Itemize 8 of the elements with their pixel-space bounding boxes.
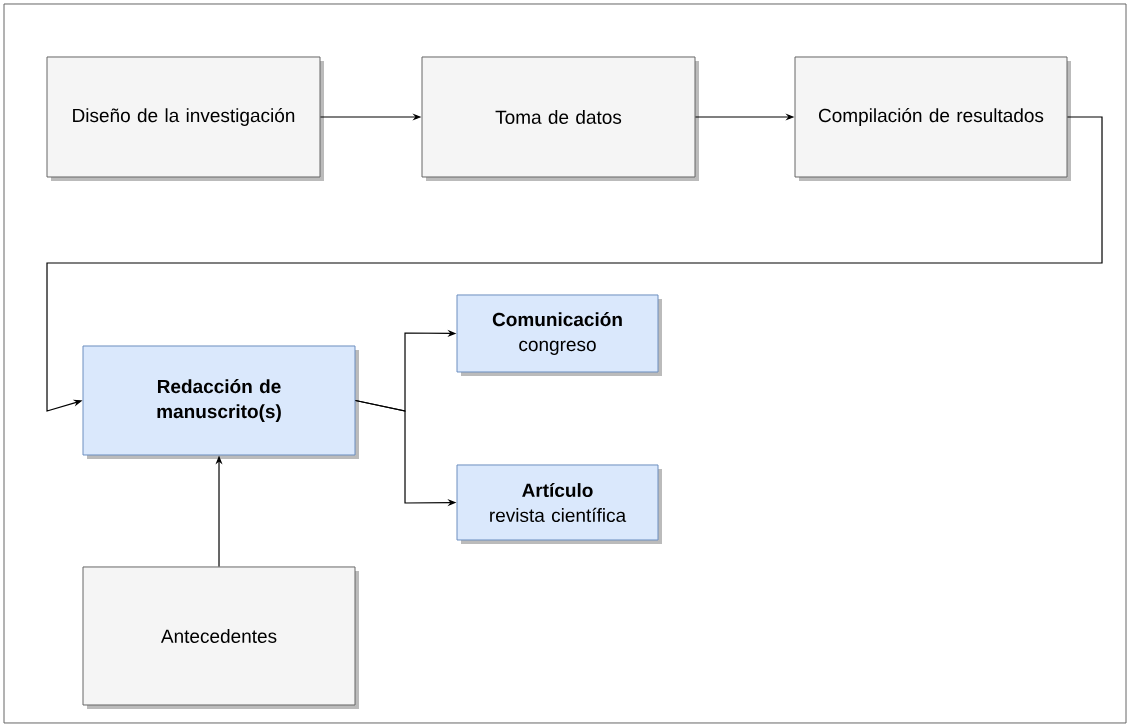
- process-box: Compilación de resultados: [794, 56, 1071, 181]
- process-box: Antecedentes: [82, 566, 359, 709]
- process-box: Diseño de la investigación: [46, 56, 324, 181]
- process-box: Redacción de manuscrito(s): [82, 345, 359, 459]
- process-box: Artículo revista científica: [456, 464, 662, 544]
- arrow: [46, 116, 1103, 412]
- process-box: Toma de datos: [421, 56, 699, 181]
- process-box: Comunicación congreso: [456, 294, 662, 376]
